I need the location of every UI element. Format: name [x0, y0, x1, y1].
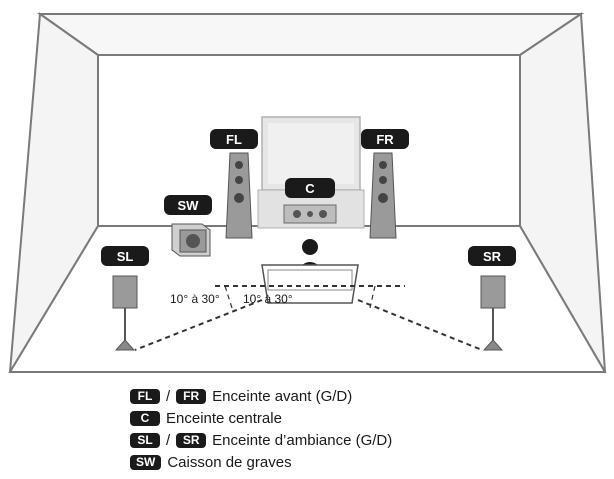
badge-fl: FL [210, 129, 258, 149]
legend: FL / FR Enceinte avant (G/D) C Enceinte … [130, 385, 600, 473]
surround-right-speaker [480, 275, 506, 351]
legend-badge-fr: FR [176, 388, 207, 404]
legend-badge-sl: SL [130, 432, 160, 448]
center-speaker [283, 204, 337, 224]
legend-separator: / [166, 387, 171, 405]
legend-separator: / [166, 431, 171, 449]
svg-text:SR: SR [483, 249, 502, 264]
legend-row-sub: SW Caisson de graves [130, 451, 600, 473]
svg-text:SW: SW [178, 198, 200, 213]
tv [257, 116, 365, 229]
badge-fr: FR [361, 129, 409, 149]
svg-text:SL: SL [117, 249, 134, 264]
badge-sw: SW [164, 195, 212, 215]
angle-left-label: 10° à 30° [170, 292, 220, 306]
legend-text-front: Enceinte avant (G/D) [212, 387, 353, 405]
svg-text:C: C [305, 181, 315, 196]
legend-badge-c: C [130, 410, 160, 426]
surround-left-speaker [112, 275, 138, 351]
angle-right-label: 10° à 30° [243, 292, 293, 306]
badge-sr: SR [468, 246, 516, 266]
front-left-speaker [225, 152, 253, 239]
svg-text:FL: FL [226, 132, 242, 147]
badge-sl: SL [101, 246, 149, 266]
legend-text-surround: Enceinte d’ambiance (G/D) [212, 431, 393, 449]
badge-c: C [285, 178, 335, 198]
legend-badge-sw: SW [130, 454, 162, 470]
legend-text-sub: Caisson de graves [167, 453, 292, 471]
svg-text:FR: FR [376, 132, 394, 147]
legend-row-center: C Enceinte centrale [130, 407, 600, 429]
legend-row-surround: SL / SR Enceinte d’ambiance (G/D) [130, 429, 600, 451]
legend-text-center: Enceinte centrale [166, 409, 282, 427]
legend-badge-fl: FL [130, 388, 160, 404]
legend-badge-sr: SR [176, 432, 207, 448]
subwoofer [171, 223, 211, 257]
front-right-speaker [369, 152, 397, 239]
legend-row-front: FL / FR Enceinte avant (G/D) [130, 385, 600, 407]
angle-guides [134, 285, 483, 351]
